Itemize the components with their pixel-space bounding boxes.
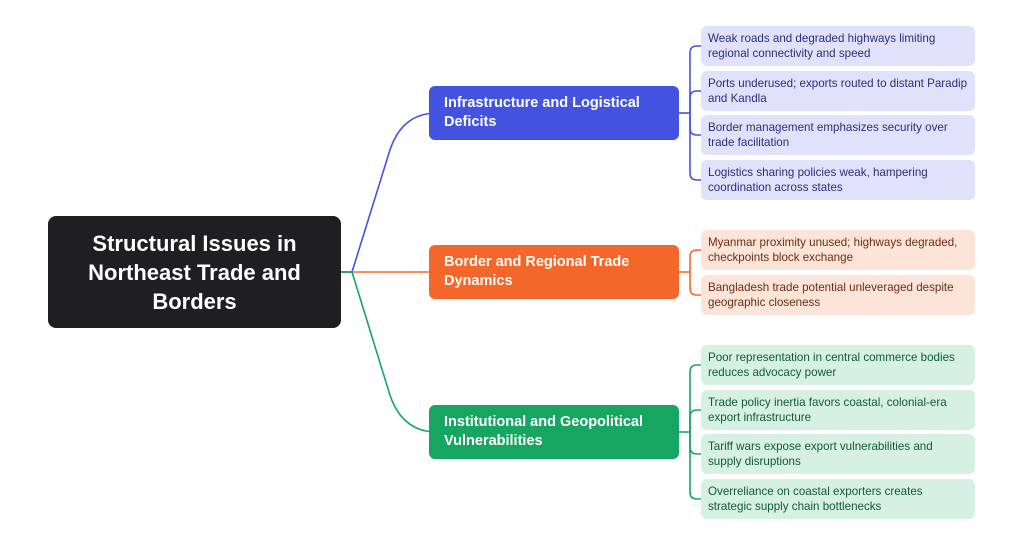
branch-node-infrastructure[interactable]: Infrastructure and Logistical Deficits bbox=[429, 86, 679, 140]
branch-title: Institutional and Geopolitical Vulnerabi… bbox=[444, 414, 643, 449]
leaf-connector bbox=[689, 272, 701, 296]
leaf-connector bbox=[689, 432, 701, 455]
leaf-text: Tariff wars expose export vulnerabilitie… bbox=[708, 440, 933, 468]
branch-connector bbox=[351, 112, 438, 273]
leaf-node[interactable]: Poor representation in central commerce … bbox=[701, 345, 975, 385]
branch-title: Infrastructure and Logistical Deficits bbox=[444, 95, 640, 130]
leaf-node[interactable]: Ports underused; exports routed to dista… bbox=[701, 71, 975, 111]
leaf-text: Ports underused; exports routed to dista… bbox=[708, 77, 968, 105]
root-node[interactable]: Structural Issues in Northeast Trade and… bbox=[48, 216, 341, 328]
leaf-text: Overreliance on coastal exporters create… bbox=[708, 485, 923, 513]
leaf-node[interactable]: Weak roads and degraded highways limitin… bbox=[701, 26, 975, 66]
leaf-connector bbox=[689, 364, 701, 432]
leaf-text: Weak roads and degraded highways limitin… bbox=[708, 32, 936, 60]
leaf-text: Myanmar proximity unused; highways degra… bbox=[708, 236, 958, 264]
root-title: Structural Issues in Northeast Trade and… bbox=[88, 230, 301, 314]
leaf-node[interactable]: Myanmar proximity unused; highways degra… bbox=[701, 230, 975, 270]
leaf-node[interactable]: Trade policy inertia favors coastal, col… bbox=[701, 390, 975, 430]
leaf-node[interactable]: Border management emphasizes security ov… bbox=[701, 115, 975, 155]
leaf-text: Trade policy inertia favors coastal, col… bbox=[708, 396, 947, 424]
leaf-node[interactable]: Bangladesh trade potential unleveraged d… bbox=[701, 275, 975, 315]
leaf-connector bbox=[689, 249, 701, 272]
leaf-text: Bangladesh trade potential unleveraged d… bbox=[708, 281, 954, 309]
branch-connector bbox=[351, 271, 438, 433]
leaf-text: Border management emphasizes security ov… bbox=[708, 121, 948, 149]
leaf-node[interactable]: Overreliance on coastal exporters create… bbox=[701, 479, 975, 519]
leaf-text: Logistics sharing policies weak, hamperi… bbox=[708, 166, 928, 194]
leaf-connector bbox=[689, 113, 701, 136]
branch-title: Border and Regional Trade Dynamics bbox=[444, 254, 630, 289]
branch-node-institutional[interactable]: Institutional and Geopolitical Vulnerabi… bbox=[429, 405, 679, 459]
leaf-connector bbox=[689, 45, 701, 113]
leaf-connector bbox=[689, 409, 701, 432]
leaf-connector bbox=[689, 90, 701, 113]
leaf-connector bbox=[689, 432, 701, 500]
leaf-node[interactable]: Logistics sharing policies weak, hamperi… bbox=[701, 160, 975, 200]
branch-node-border-trade[interactable]: Border and Regional Trade Dynamics bbox=[429, 245, 679, 299]
leaf-text: Poor representation in central commerce … bbox=[708, 351, 955, 379]
leaf-connector bbox=[689, 113, 701, 181]
leaf-node[interactable]: Tariff wars expose export vulnerabilitie… bbox=[701, 434, 975, 474]
